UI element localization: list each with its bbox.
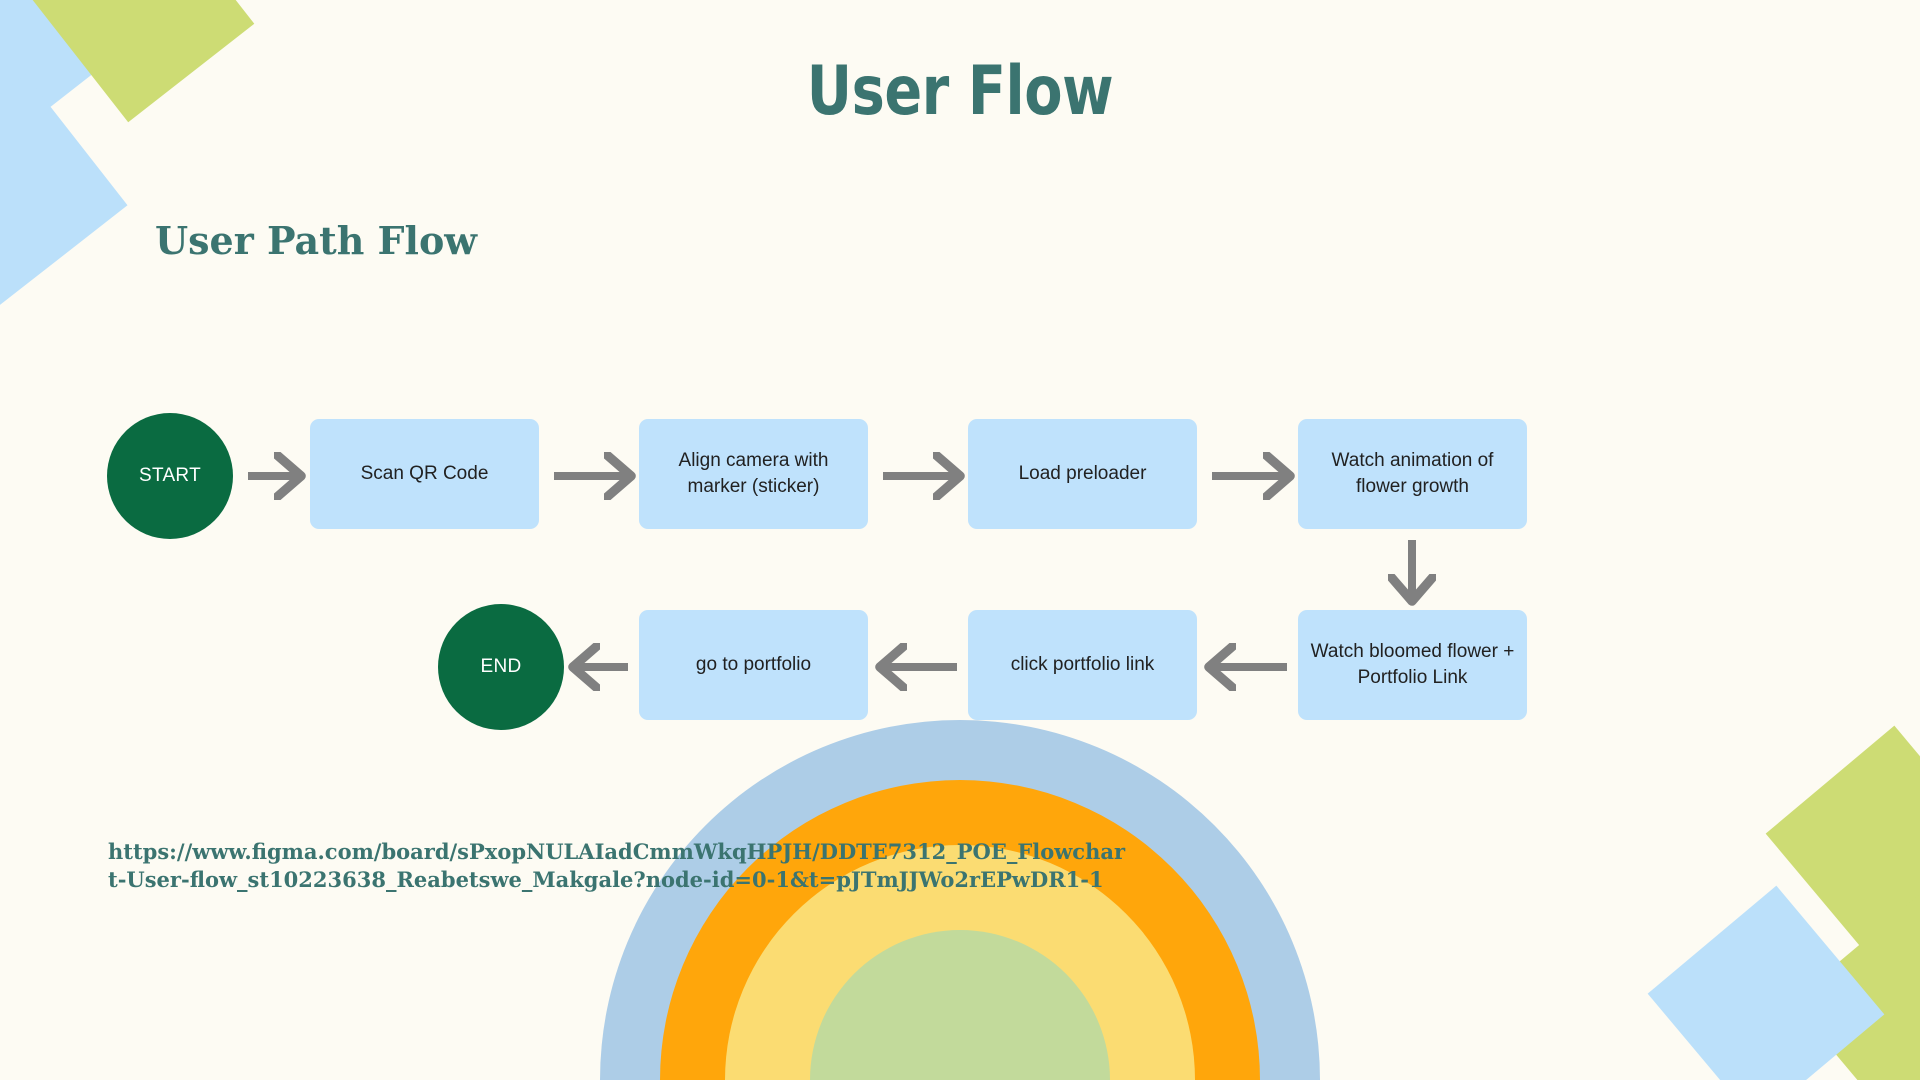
flow-node-end[interactable]: END [438, 604, 564, 730]
section-title: User Path Flow [155, 218, 478, 263]
flow-node-watch-animation[interactable]: Watch animation of flower growth [1298, 419, 1527, 529]
figma-board-url-link[interactable]: https://www.figma.com/board/sPxopNULAIad… [108, 839, 1126, 893]
flow-node-align-camera[interactable]: Align camera with marker (sticker) [639, 419, 868, 529]
flow-node-click-portfolio-link[interactable]: click portfolio link [968, 610, 1197, 720]
decorative-concentric-rings [600, 720, 1320, 1080]
flow-node-scan-qr-code[interactable]: Scan QR Code [310, 419, 539, 529]
flow-node-start[interactable]: START [107, 413, 233, 539]
flow-node-load-preloader[interactable]: Load preloader [968, 419, 1197, 529]
flow-node-watch-bloomed-flower[interactable]: Watch bloomed flower + Portfolio Link [1298, 610, 1527, 720]
flow-node-go-to-portfolio[interactable]: go to portfolio [639, 610, 868, 720]
page-title: User Flow [806, 52, 1114, 131]
